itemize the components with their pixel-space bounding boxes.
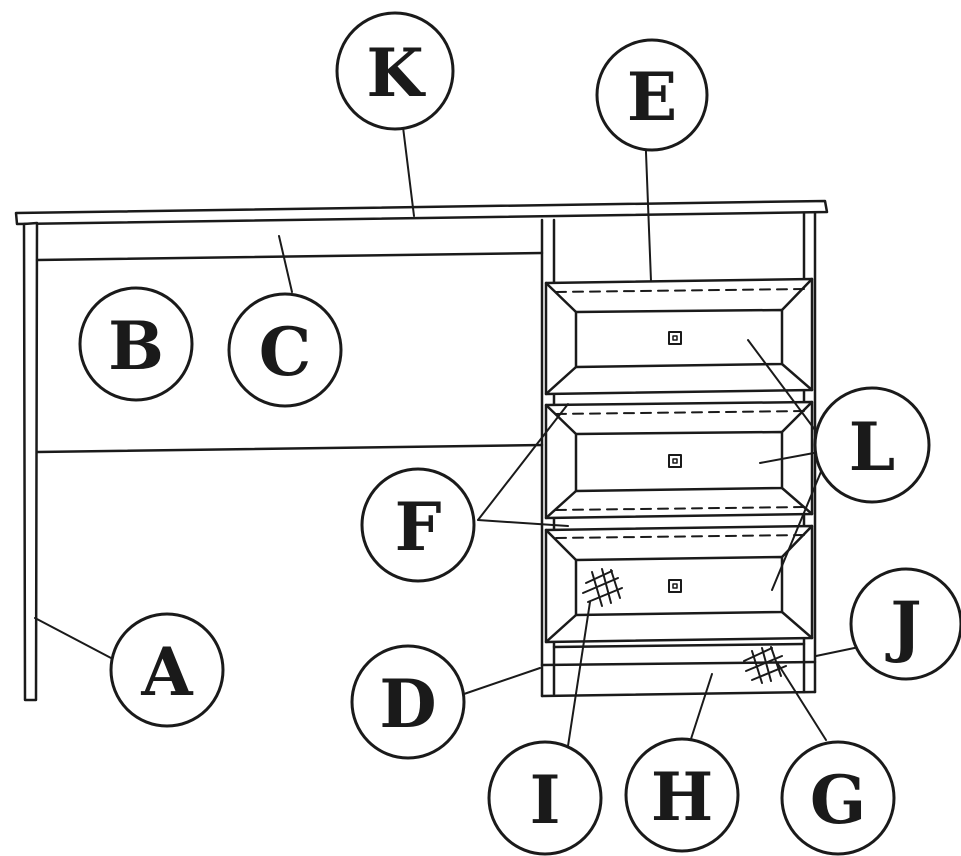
- label-b: B: [108, 307, 164, 385]
- label-d: D: [379, 665, 436, 743]
- drawer-bottom: [544, 524, 814, 644]
- label-j: J: [885, 587, 921, 665]
- hatch-mark-g: [743, 646, 787, 684]
- label-k: K: [366, 34, 426, 112]
- label-i: I: [530, 761, 561, 839]
- label-g: G: [810, 761, 866, 839]
- label-e: E: [627, 58, 677, 136]
- hatch-mark-i: [582, 568, 623, 607]
- label-a: A: [140, 633, 193, 711]
- label-l: L: [849, 408, 895, 486]
- left-leg: [22, 221, 39, 702]
- drawer-top: [544, 277, 814, 396]
- label-h: H: [651, 758, 713, 836]
- label-f: F: [395, 488, 442, 566]
- modesty-panel: [35, 251, 544, 454]
- desk-top: [14, 199, 829, 226]
- label-c: C: [259, 313, 312, 391]
- drawer-middle: [544, 400, 814, 520]
